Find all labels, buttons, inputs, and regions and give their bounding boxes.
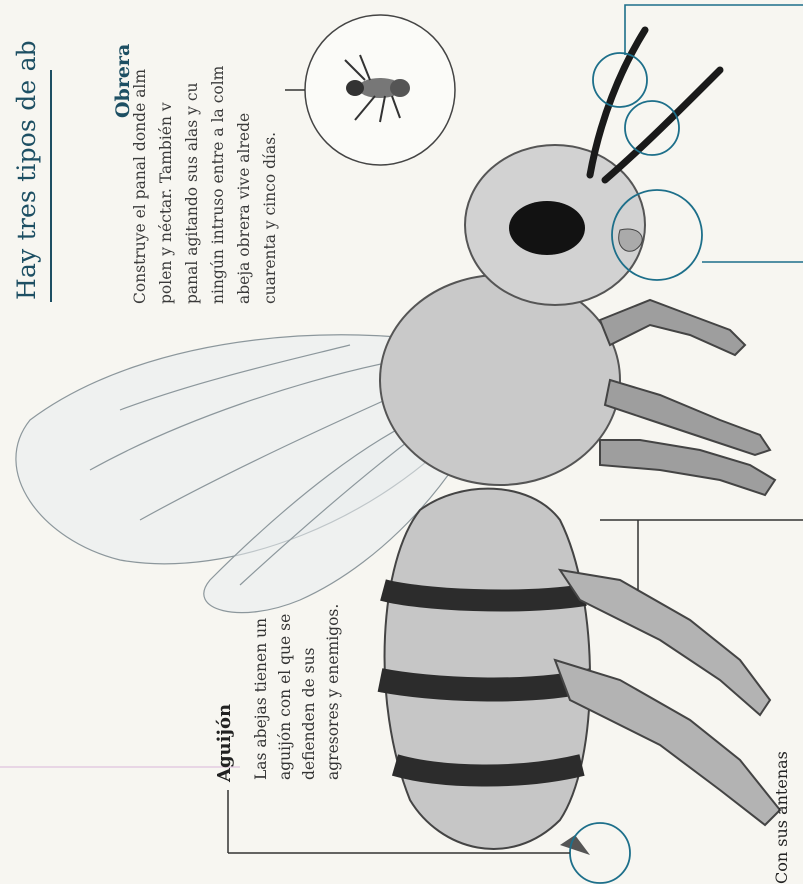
antenna-leader [625,5,803,55]
stinger-text-line: Las abejas tienen un [252,618,270,780]
worker-text-line: polen y néctar. También v [157,102,175,304]
worker-text-line: abeja obrera vive alrede [235,113,253,304]
worker-text-line: panal agitando sus alas y cu [183,82,201,304]
antennae-caption: Con sus antenas [772,751,791,884]
bee-eye [509,201,585,255]
stinger-title: Aguijón [214,704,235,782]
leg-leader [600,520,803,590]
stinger-text-line: aguijón con el que se [276,614,294,780]
page-heading: Hay tres tipos de ab [12,40,41,300]
bee-thorax [380,275,620,485]
worker-text-line: Construye el panal donde alm [131,69,149,304]
heading-rule [50,70,52,302]
worker-text-line: ningún intruso entre a la colm [209,66,227,304]
worker-text-line: cuarenta y cinco días. [261,132,279,304]
bee-antenna [605,70,720,180]
stinger-text-line: agresores y enemigos. [324,604,342,780]
stinger-text-line: defienden de sus [300,647,318,780]
